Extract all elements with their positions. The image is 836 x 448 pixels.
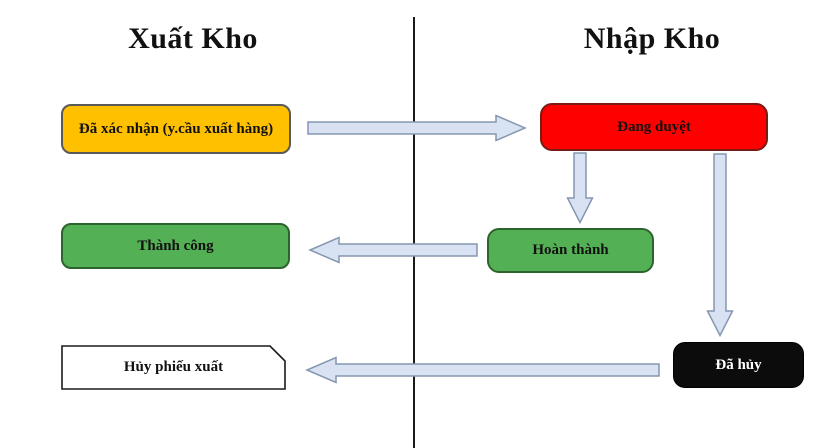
- arrow-right-confirmed-to-approving-icon: [307, 114, 527, 142]
- arrow-down-approving-to-cancelled-icon: [706, 153, 734, 337]
- node-success-label: Thành công: [137, 237, 214, 254]
- node-confirmed-export-request: Đã xác nhận (y.cầu xuất hàng): [61, 104, 291, 154]
- column-divider: [413, 17, 415, 448]
- node-confirmed-label: Đã xác nhận (y.cầu xuất hàng): [78, 120, 274, 137]
- node-completed: Hoàn thành: [487, 228, 654, 273]
- card-shape-cut-corner: [61, 345, 286, 390]
- node-success: Thành công: [61, 223, 290, 269]
- node-approving-label: Đang duyệt: [617, 118, 691, 135]
- right-column-title: Nhập Kho: [583, 22, 721, 55]
- arrow-left-completed-to-success-icon: [308, 236, 478, 264]
- node-cancelled: Đã hủy: [673, 342, 804, 388]
- node-cancel-slip-label: Hủy phiếu xuất: [123, 359, 224, 376]
- node-approving: Đang duyệt: [540, 103, 768, 151]
- node-cancel-export-slip: Hủy phiếu xuất: [61, 345, 286, 390]
- node-completed-label: Hoàn thành: [532, 242, 609, 259]
- left-column-title: Xuất Kho: [128, 22, 258, 55]
- node-cancelled-label: Đã hủy: [715, 356, 762, 373]
- arrow-down-approving-to-completed-icon: [566, 152, 594, 224]
- arrow-left-cancelled-to-cancel-slip-icon: [305, 356, 660, 384]
